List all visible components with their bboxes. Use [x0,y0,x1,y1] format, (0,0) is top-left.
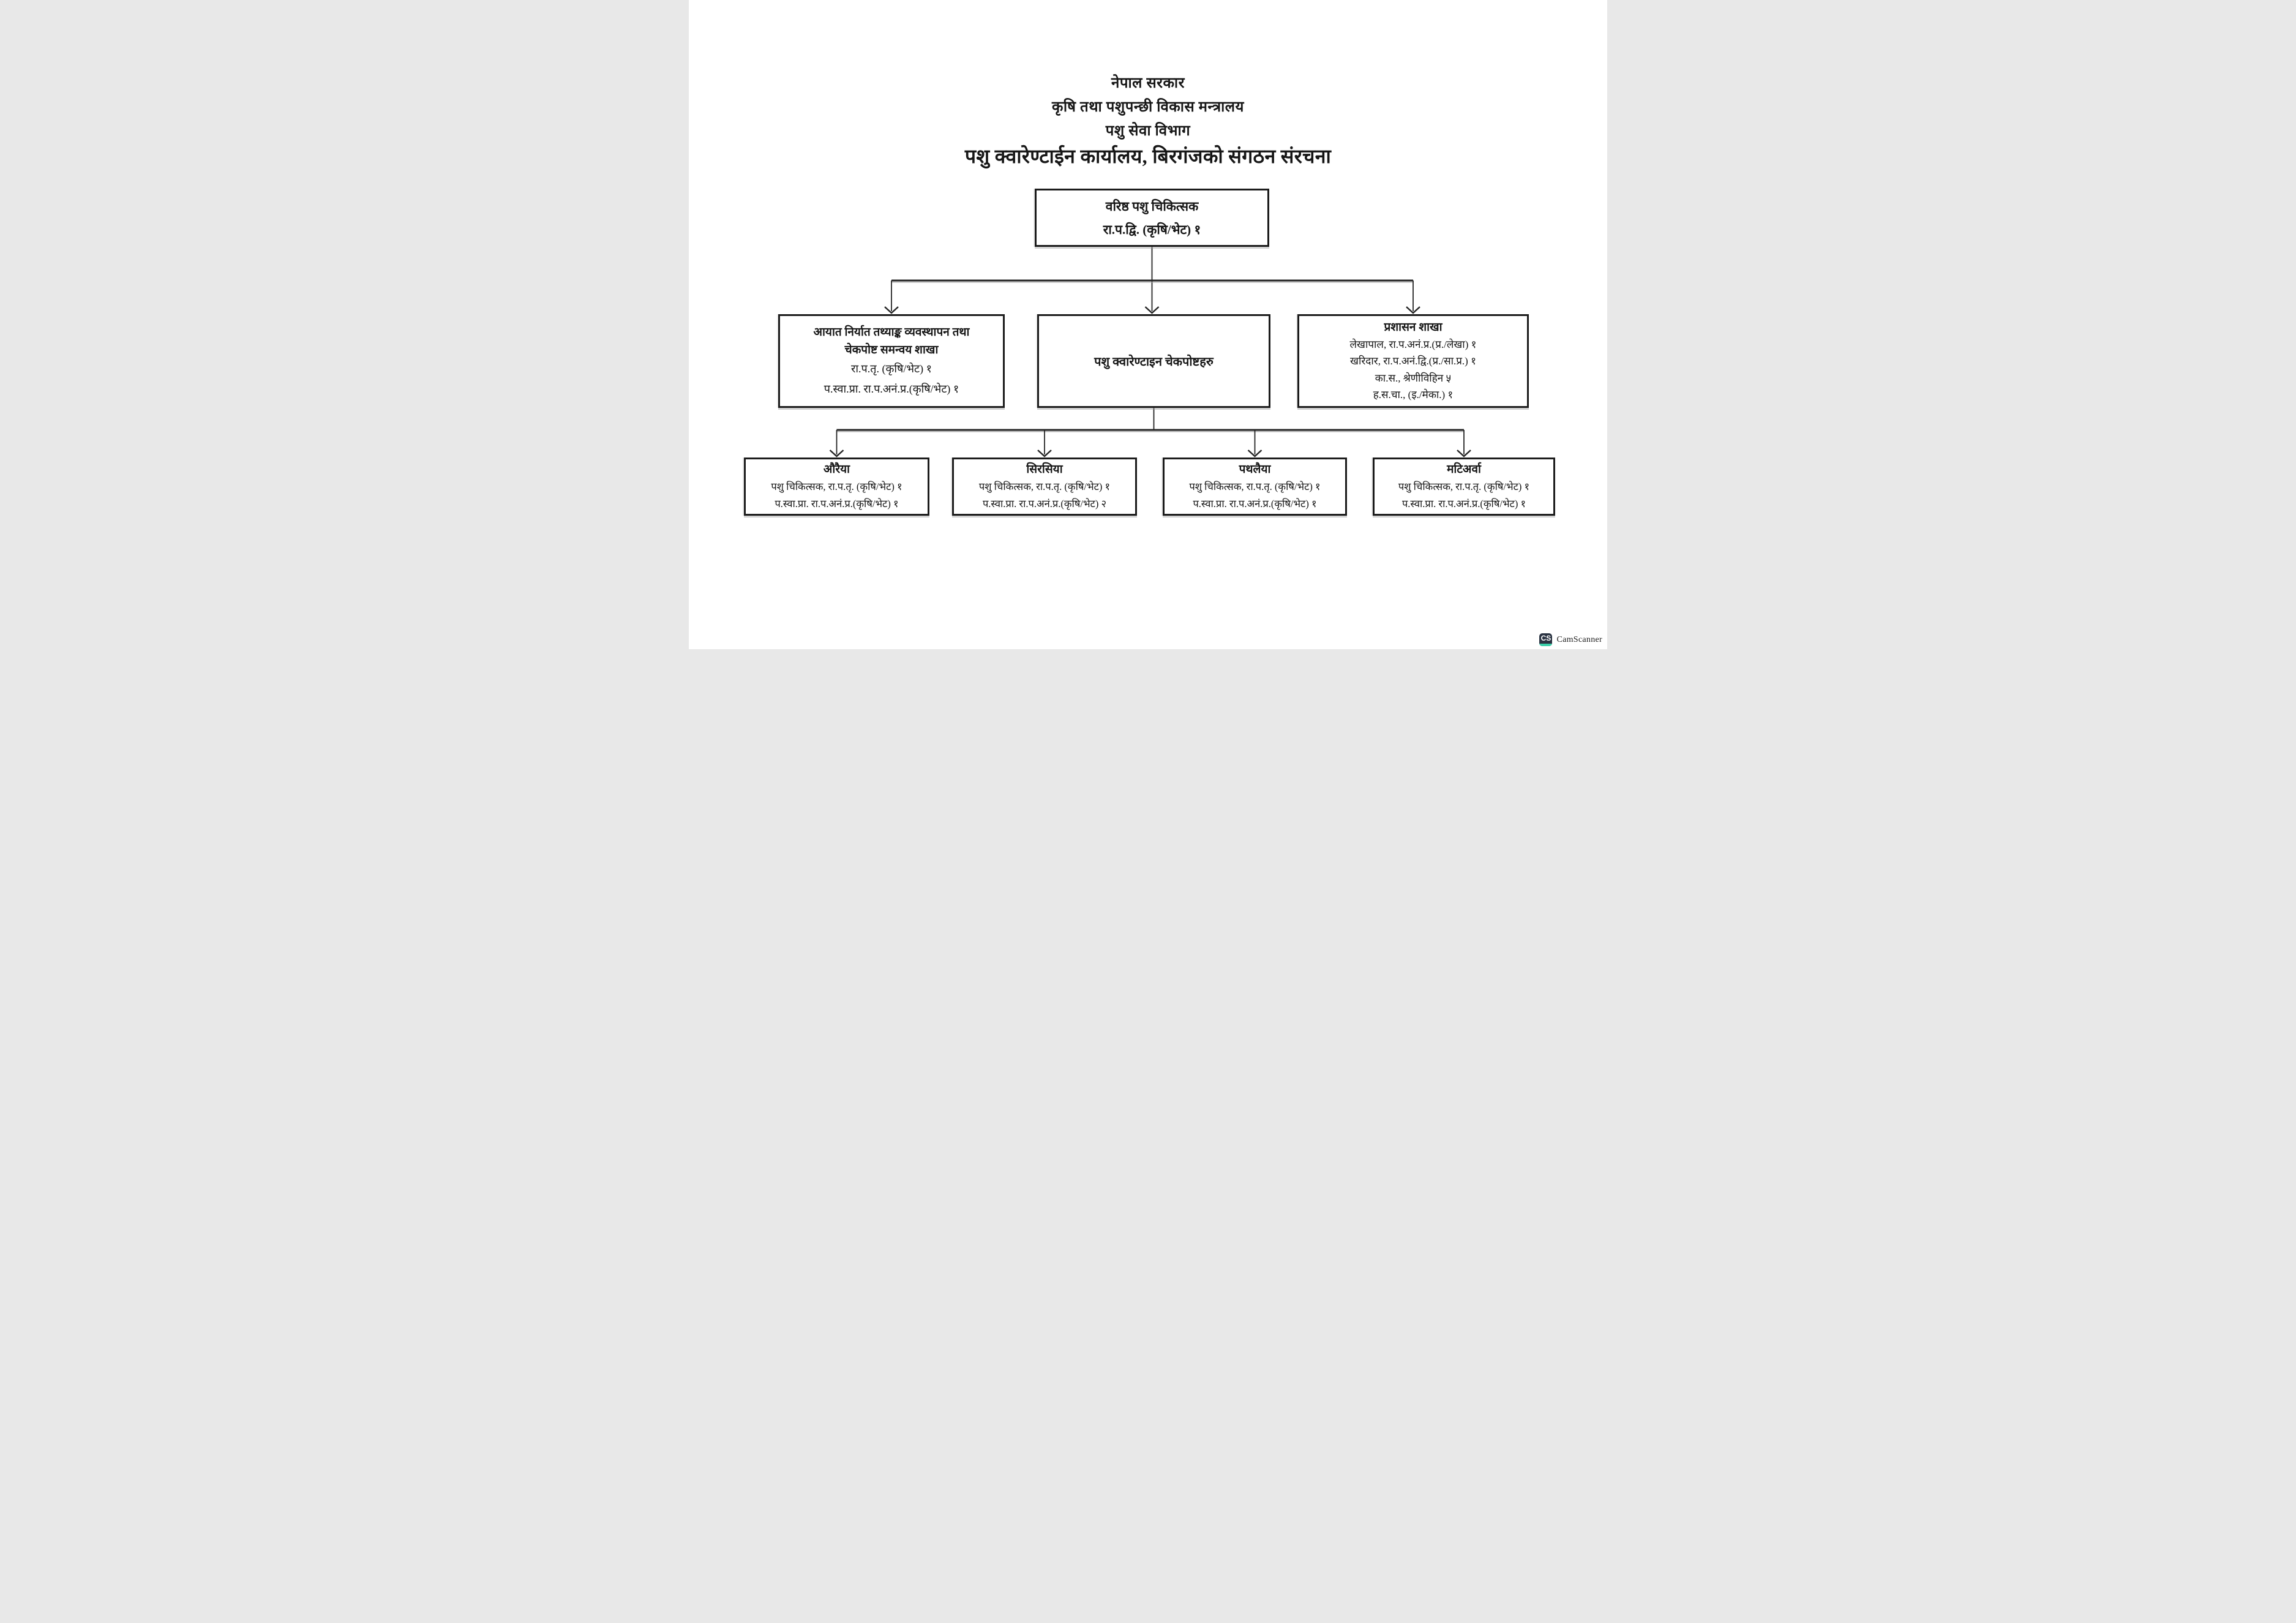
org-box-title: चेकपोष्ट समन्वय शाखा [844,343,939,356]
arrow-down-icon [1144,306,1160,314]
header-department: पशु सेवा विभाग [1105,123,1191,139]
org-box-line: पशु चिकित्सक, रा.प.तृ. (कृषि/भेट) १ [978,481,1111,492]
arrow-down-icon [884,306,899,314]
org-box-title: मटिअर्वा [1447,463,1481,476]
org-box-line: पशु चिकित्सक, रा.प.तृ. (कृषि/भेट) १ [1398,481,1530,492]
header-government: नेपाल सरकार [1111,75,1185,91]
camscanner-icon-letters: CS [1540,634,1551,642]
org-box-title: औरैया [823,463,850,476]
org-box-line: प.स्वा.प्रा. रा.प.अनं.प्र.(कृषि/भेट) १ [1401,498,1526,510]
arrow-down-icon [1037,450,1052,458]
connector-level2 [829,408,1471,458]
org-box-checkpost-matiarwa: मटिअर्वा पशु चिकित्सक, रा.प.तृ. (कृषि/भे… [1373,458,1555,516]
org-box-line: खरिदार, रा.प.अनं.द्वि.(प्र./सा.प्र.) १ [1350,355,1476,367]
org-box-checkpost-pathlaiya: पथलैया पशु चिकित्सक, रा.प.तृ. (कृषि/भेट)… [1163,458,1347,516]
org-box-checkpost-sirsiya: सिरसिया पशु चिकित्सक, रा.प.तृ. (कृषि/भेट… [952,458,1137,516]
org-box-line: पशु चिकित्सक, रा.प.तृ. (कृषि/भेट) १ [771,481,902,492]
org-box-title: पशु क्वारेण्टाइन चेकपोष्टहरु [1094,355,1214,369]
org-box-line: प.स्वा.प्रा. रा.प.अनं.प्र.(कृषि/भेट) १ [823,382,959,395]
org-box-title: आयात निर्यात तथ्याङ्क व्यवस्थापन तथा [813,325,970,339]
camscanner-icon-strip [1539,644,1553,646]
org-box-line: ह.स.चा., (इ./मेका.) १ [1373,389,1454,401]
org-box-title: सिरसिया [1026,463,1063,476]
org-box-line: लेखापाल, रा.प.अनं.प्र.(प्र./लेखा) १ [1349,338,1477,350]
camscanner-icon: CS [1539,633,1553,646]
page-title: पशु क्वारेण्टाईन कार्यालय, बिरगंजको संगठ… [964,145,1332,167]
org-box-checkpost-auraiya: औरैया पशु चिकित्सक, रा.प.तृ. (कृषि/भेट) … [744,458,929,516]
camscanner-watermark: CS CamScanner [1539,633,1602,646]
arrow-down-icon [829,450,844,458]
arrow-down-icon [1457,450,1471,458]
arrow-down-icon [1247,450,1262,458]
org-box-import-export-branch: आयात निर्यात तथ्याङ्क व्यवस्थापन तथा चेक… [778,314,1005,408]
org-box-quarantine-checkposts: पशु क्वारेण्टाइन चेकपोष्टहरु [1037,314,1270,408]
org-box-line: प.स्वा.प्रा. रा.प.अनं.प्र.(कृषि/भेट) १ [775,498,899,510]
org-box-title: पथलैया [1239,463,1271,476]
org-box-title: वरिष्ठ पशु चिकित्सक [1105,198,1199,214]
org-box-title: प्रशासन शाखा [1384,320,1443,334]
org-box-line: प.स्वा.प्रा. रा.प.अनं.प्र.(कृषि/भेट) १ [1193,498,1317,510]
org-box-senior-vet: वरिष्ठ पशु चिकित्सक रा.प.द्वि. (कृषि/भेट… [1035,189,1269,247]
scanned-org-chart-page: नेपाल सरकार कृषि तथा पशुपन्छी विकास मन्त… [689,0,1607,649]
org-box-line: रा.प.द्वि. (कृषि/भेट) १ [1103,222,1201,237]
org-box-line: रा.प.तृ. (कृषि/भेट) १ [851,362,932,375]
org-box-administration-branch: प्रशासन शाखा लेखापाल, रा.प.अनं.प्र.(प्र.… [1297,314,1529,408]
arrow-down-icon [1406,306,1420,314]
camscanner-label: CamScanner [1556,635,1602,644]
org-box-line: प.स्वा.प्रा. रा.प.अनं.प्र.(कृषि/भेट) २ [982,498,1107,510]
header-ministry: कृषि तथा पशुपन्छी विकास मन्त्रालय [1052,99,1244,115]
org-box-line: का.स., श्रेणीविहिन ५ [1375,372,1452,384]
connector-level1 [884,247,1420,314]
org-box-line: पशु चिकित्सक, रा.प.तृ. (कृषि/भेट) १ [1189,481,1321,492]
